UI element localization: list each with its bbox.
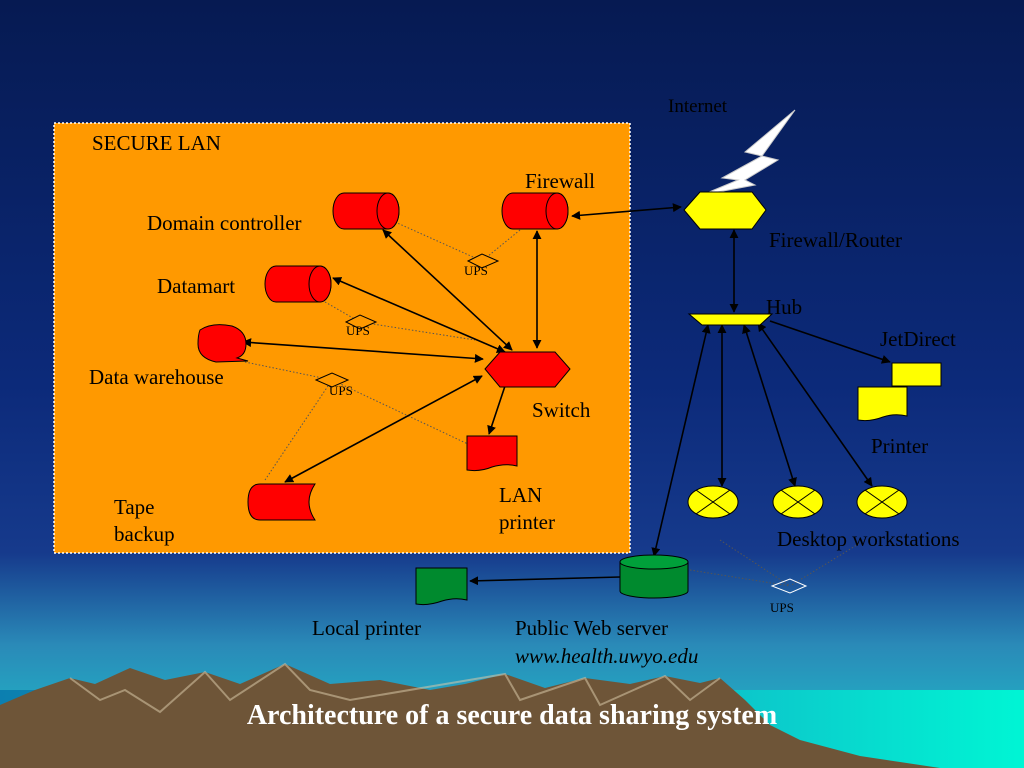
switch-label: Switch bbox=[532, 398, 591, 422]
secure-lan-label: SECURE LAN bbox=[92, 131, 221, 155]
tape-backup-label-line2: backup bbox=[114, 522, 175, 546]
ups-label: UPS bbox=[329, 383, 353, 398]
network-links bbox=[242, 203, 891, 586]
desktop-workstations-label: Desktop workstations bbox=[777, 527, 960, 551]
link-warehouse-switch bbox=[242, 338, 484, 363]
firewall-router-hexagon-icon bbox=[683, 191, 767, 230]
workstation-icon bbox=[687, 485, 739, 519]
firewall-cylinder-icon bbox=[501, 192, 569, 230]
jetdirect-icon bbox=[891, 362, 942, 387]
lan-printer-document-icon bbox=[466, 435, 518, 472]
link-firewall-router bbox=[571, 203, 682, 220]
local-printer-document-icon bbox=[415, 567, 468, 606]
workstation-icon bbox=[856, 485, 908, 519]
link-hub-web-server bbox=[651, 324, 711, 557]
hub-icon bbox=[687, 313, 774, 326]
datamart-label: Datamart bbox=[157, 274, 236, 298]
firewall-router-label: Firewall/Router bbox=[769, 228, 902, 252]
local-printer-label: Local printer bbox=[312, 616, 422, 640]
ups-diamond-icon bbox=[314, 372, 350, 388]
hub-label: Hub bbox=[766, 295, 803, 319]
printer-document-icon bbox=[857, 386, 908, 422]
domain-controller-cylinder-icon bbox=[332, 192, 400, 230]
slide-title: Architecture of a secure data sharing sy… bbox=[246, 700, 778, 731]
data-warehouse-icon bbox=[197, 324, 249, 363]
public-web-server-label: Public Web server bbox=[515, 616, 669, 640]
workstation-icon bbox=[772, 485, 824, 519]
link-tape-switch bbox=[284, 375, 483, 483]
tape-backup-label-line1: Tape bbox=[114, 495, 155, 519]
lan-printer-label-line2: printer bbox=[499, 510, 555, 534]
background-mountain-ridges bbox=[69, 662, 721, 714]
ups-diamond-icon bbox=[770, 578, 808, 594]
firewall-label: Firewall bbox=[525, 169, 595, 193]
tape-backup-icon bbox=[247, 483, 316, 521]
jetdirect-label: JetDirect bbox=[880, 327, 956, 351]
web-server-cylinder-icon bbox=[619, 554, 689, 599]
ups-diamond-icon bbox=[466, 253, 500, 269]
internet-label: Internet bbox=[668, 96, 728, 117]
lan-printer-label-line1: LAN bbox=[499, 483, 543, 507]
link-switch-lan-printer bbox=[487, 385, 506, 435]
datamart-cylinder-icon bbox=[264, 265, 332, 303]
data-warehouse-label: Data warehouse bbox=[89, 365, 224, 389]
switch-hexagon-icon bbox=[484, 351, 571, 388]
link-web-server-local-printer bbox=[469, 576, 621, 586]
ups-label: UPS bbox=[770, 600, 794, 615]
link-hub-workstation-3 bbox=[757, 322, 873, 487]
ups-label: UPS bbox=[464, 263, 488, 278]
ups-label: UPS bbox=[346, 323, 370, 338]
domain-controller-label: Domain controller bbox=[147, 211, 302, 235]
ups-diamond-icon bbox=[344, 314, 378, 330]
web-url-label: www.health.uwyo.edu bbox=[515, 644, 699, 668]
printer-label: Printer bbox=[871, 434, 929, 458]
